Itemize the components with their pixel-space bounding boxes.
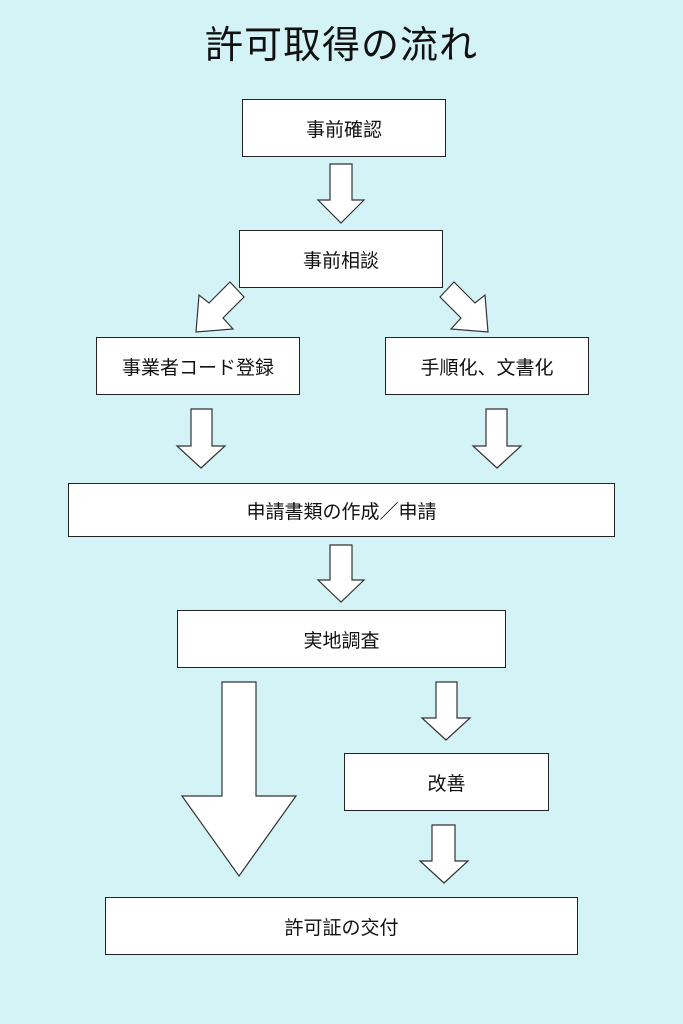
step-label: 許可証の交付	[284, 916, 399, 939]
arrow-diagonal-icon	[195, 281, 245, 333]
step-inspection: 実地調査	[177, 610, 506, 668]
arrow-down-icon	[418, 824, 470, 884]
arrow-down-icon	[316, 163, 366, 224]
arrow-down-icon	[420, 681, 472, 741]
step-procedure-documentation: 手順化、文書化	[385, 337, 589, 395]
step-prior-consult: 事前相談	[239, 230, 443, 288]
step-label: 改善	[427, 772, 466, 795]
arrow-down-icon	[180, 681, 298, 878]
step-label: 実地調査	[303, 629, 380, 652]
step-permit-issuance: 許可証の交付	[105, 897, 578, 955]
arrow-down-icon	[471, 408, 523, 469]
step-label: 事前確認	[305, 118, 382, 141]
step-business-code-registration: 事業者コード登録	[96, 337, 300, 395]
step-label: 申請書類の作成／申請	[246, 500, 437, 523]
page-title: 許可取得の流れ	[204, 23, 478, 67]
arrow-diagonal-icon	[439, 281, 489, 333]
step-label: 事前相談	[302, 249, 379, 272]
step-label: 手順化、文書化	[420, 356, 554, 379]
step-improvement: 改善	[344, 753, 549, 811]
arrow-down-icon	[316, 544, 366, 603]
step-label: 事業者コード登録	[121, 356, 274, 379]
step-application: 申請書類の作成／申請	[68, 483, 615, 537]
step-prior-check: 事前確認	[242, 99, 446, 157]
arrow-down-icon	[175, 408, 227, 469]
